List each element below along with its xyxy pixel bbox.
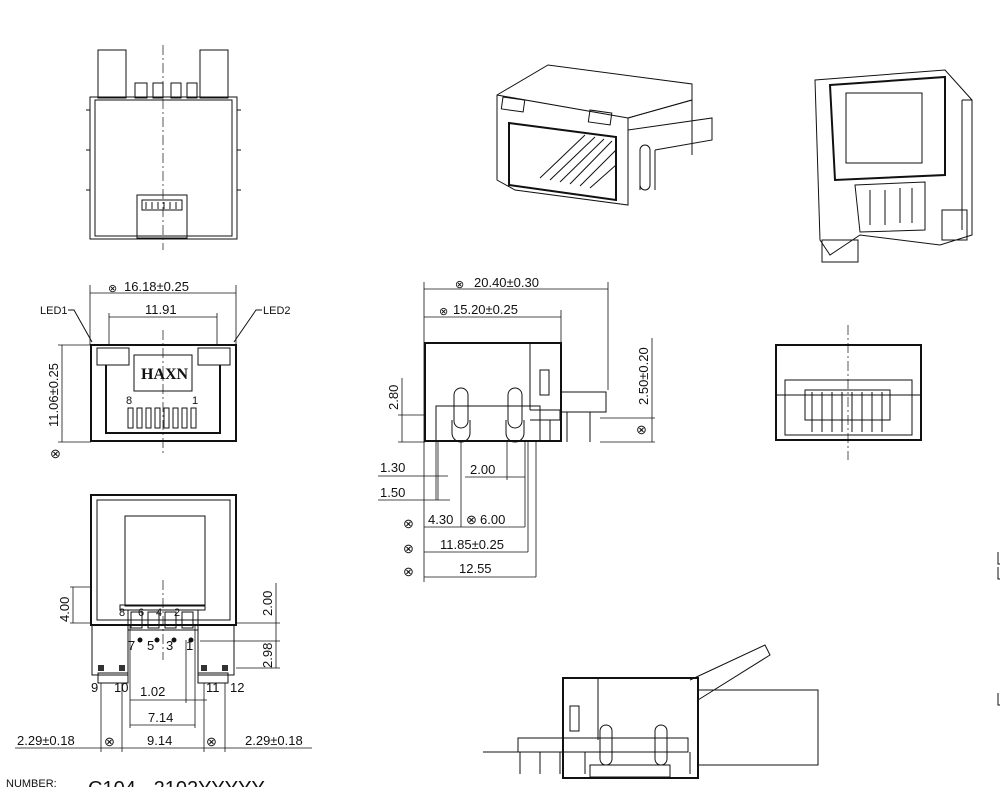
contact-pin xyxy=(181,407,188,429)
dim-298: 2.98 xyxy=(260,643,275,668)
isometric-front-view xyxy=(496,64,713,206)
dim-914: 9.14 xyxy=(147,733,172,748)
number-label: NUMBER: xyxy=(6,778,57,787)
dim-inner: 11.91 xyxy=(145,302,177,317)
pin-label: 7 xyxy=(128,638,135,653)
dim-4: 4.00 xyxy=(57,597,72,622)
dim-714: 7.14 xyxy=(148,710,173,725)
contact-pin xyxy=(127,407,134,429)
rear-end-view xyxy=(775,325,922,460)
contact-pin xyxy=(163,407,170,429)
contact-pin xyxy=(172,407,179,429)
dim-width: 16.18±0.25 xyxy=(124,279,189,294)
shield-pin xyxy=(222,665,228,671)
dim-1255: 12.55 xyxy=(459,561,492,576)
shield-pin xyxy=(201,665,207,671)
pin-1-label: 1 xyxy=(192,395,198,407)
bottom-view: 8 6 4 2 7 5 3 1 9 10 11 12 4.00 2.00 2.9… xyxy=(15,494,312,752)
pin-pad xyxy=(130,611,143,629)
cross-symbol: ⊗ xyxy=(636,422,647,437)
pin-label: 4 xyxy=(156,607,162,619)
cut-off-fragments xyxy=(997,552,1000,706)
contact-pin xyxy=(190,407,197,429)
dim-left: 2.29±0.18 xyxy=(17,733,75,748)
contact-pin xyxy=(136,407,143,429)
cross-symbol: ⊗ xyxy=(403,564,414,579)
pin-hole xyxy=(154,637,160,643)
dim-600: 6.00 xyxy=(480,512,505,527)
contact-pin xyxy=(145,407,152,429)
shield-pin xyxy=(119,665,125,671)
side-view-with-plug xyxy=(483,644,819,779)
isometric-rear-view xyxy=(814,69,973,263)
pin-pad xyxy=(147,611,160,629)
pin-pad xyxy=(164,611,177,629)
pin-8-label: 8 xyxy=(126,395,132,407)
dim-right: 2.29±0.18 xyxy=(245,733,303,748)
cross-symbol: ⊗ xyxy=(403,516,414,531)
contact-pin xyxy=(154,407,161,429)
led1-label: LED1 xyxy=(40,305,68,317)
dim-height: 11.06±0.25 xyxy=(46,363,61,427)
dim-2: 2.00 xyxy=(260,591,275,616)
cross-symbol: ⊗ xyxy=(108,283,117,295)
dim-280: 2.80 xyxy=(386,385,401,410)
dim-430: 4.30 xyxy=(428,512,453,527)
dim-total: 20.40±0.30 xyxy=(474,275,539,290)
pin-label: 6 xyxy=(138,607,144,619)
dim-102: 1.02 xyxy=(140,684,165,699)
shield-pin xyxy=(98,665,104,671)
cross-symbol: ⊗ xyxy=(455,279,464,291)
pin-label: 2 xyxy=(174,607,180,619)
cross-symbol: ⊗ xyxy=(403,541,414,556)
dim-body: 15.20±0.25 xyxy=(453,302,518,317)
pin-label: 9 xyxy=(91,680,98,695)
dim-200: 2.00 xyxy=(470,462,495,477)
brand-logo: HAXN xyxy=(141,366,189,383)
side-view: ⊗ 20.40±0.30 ⊗ 15.20±0.25 2.80 2.50±0.20… xyxy=(378,275,655,582)
front-view: ⊗ 16.18±0.25 11.91 LED1 LED2 HAXN 8 1 11… xyxy=(40,279,291,461)
pin-label: 11 xyxy=(206,680,220,695)
pin-hole xyxy=(137,637,143,643)
pin-label: 8 xyxy=(119,607,125,619)
dim-1185: 11.85±0.25 xyxy=(440,537,504,552)
cross-symbol: ⊗ xyxy=(104,734,115,749)
pin-label: 10 xyxy=(114,680,128,695)
dim-250: 2.50±0.20 xyxy=(636,347,651,405)
dim-130: 1.30 xyxy=(380,460,405,475)
dim-150: 1.50 xyxy=(380,485,405,500)
pin-hole xyxy=(188,637,194,643)
cross-symbol: ⊗ xyxy=(206,734,217,749)
cross-symbol: ⊗ xyxy=(439,306,448,318)
led2-label: LED2 xyxy=(263,305,291,317)
pin-label: 12 xyxy=(230,680,244,695)
cross-symbol: ⊗ xyxy=(466,512,477,527)
top-view xyxy=(86,45,241,250)
cross-symbol: ⊗ xyxy=(50,446,61,461)
pin-hole xyxy=(171,637,177,643)
pin-label: 3 xyxy=(166,638,173,653)
pin-label: 5 xyxy=(147,638,154,653)
part-number: C104 - 2102YYYYY xyxy=(88,778,265,787)
pin-label: 1 xyxy=(186,638,193,653)
pin-pad xyxy=(181,611,194,629)
